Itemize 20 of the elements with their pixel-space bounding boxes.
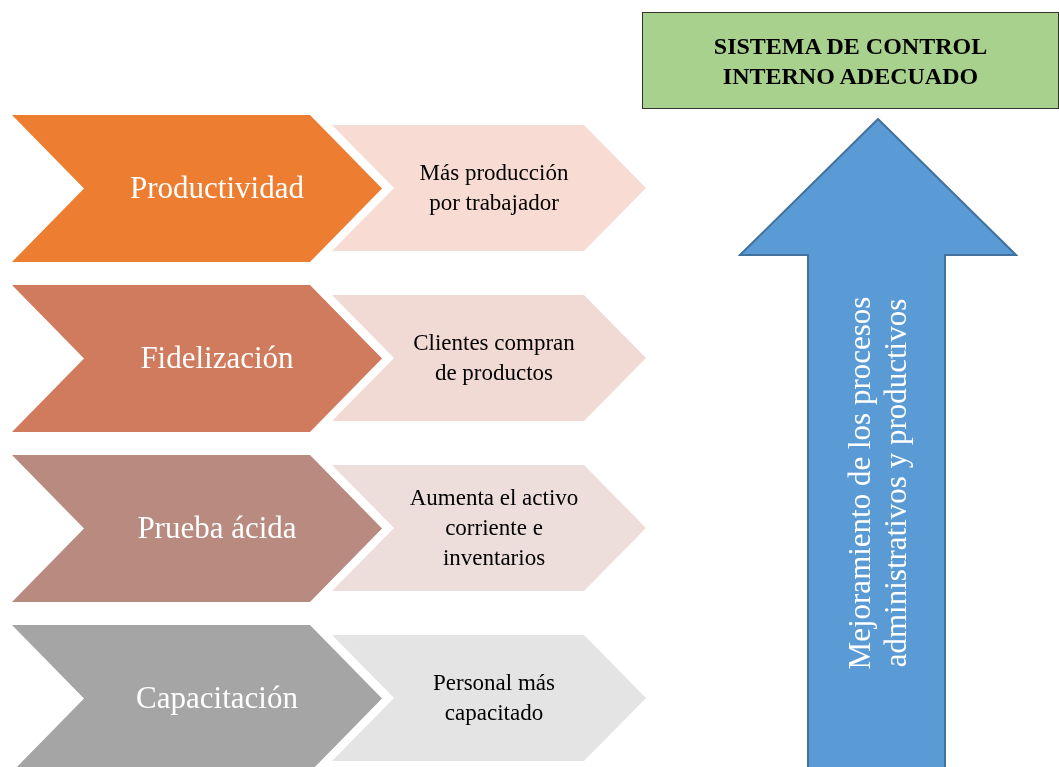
up-arrow-shape bbox=[738, 118, 1018, 767]
chevron-label: Productividad bbox=[130, 169, 304, 208]
chevron-label: Personal más capacitado bbox=[432, 669, 556, 727]
chevron-shape bbox=[12, 625, 382, 767]
chevron-label: Más producción por trabajador bbox=[418, 159, 570, 217]
chevron-shape bbox=[332, 635, 646, 761]
chevron-label: Aumenta el activo corriente e inventarios bbox=[409, 484, 579, 572]
chevron-shape bbox=[12, 285, 382, 432]
arrow-label: Mejoramiento de los procesos administrativos y productivos bbox=[842, 295, 914, 672]
chevron-label: Prueba ácida bbox=[137, 509, 297, 548]
chevron-label: Capacitación bbox=[136, 679, 298, 718]
chevron-shape bbox=[12, 115, 382, 262]
chevron-shape bbox=[332, 465, 646, 591]
chevron-shape bbox=[332, 125, 646, 251]
chevron-label: Clientes compran de productos bbox=[412, 329, 576, 387]
chevron-label: Fidelización bbox=[140, 339, 294, 378]
title-box bbox=[642, 12, 1059, 109]
chevron-shape bbox=[12, 455, 382, 602]
box-title: SISTEMA DE CONTROL INTERNO ADECUADO bbox=[712, 31, 989, 91]
chevron-shape bbox=[332, 295, 646, 421]
